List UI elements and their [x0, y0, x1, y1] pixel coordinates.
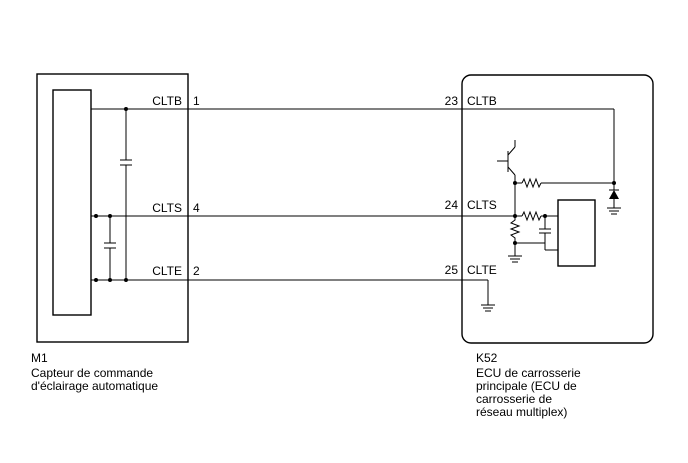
resistor-icon [521, 210, 542, 222]
m1-sensor-element [52, 89, 92, 316]
m1-signal-label: CLTE [152, 264, 182, 278]
m1-signal-label: CLTS [152, 201, 182, 215]
k52-pin-number: 24 [445, 198, 459, 212]
m1-signal-label: CLTB [152, 94, 182, 108]
k52-signal-label: CLTB [467, 94, 497, 108]
k52-signal-label: CLTE [467, 263, 497, 277]
m1-connector-outline [36, 73, 189, 343]
k52-connector-id: K52 [476, 351, 498, 365]
k52-signal-label: CLTS [467, 198, 497, 212]
k52-pin-number: 23 [445, 94, 459, 108]
transistor-icon [497, 140, 516, 176]
m1-pin-number: 1 [193, 94, 200, 108]
k52-component-name: ECU de carrosserie principale (ECU de ca… [476, 366, 581, 419]
k52-ecu-outline [461, 74, 654, 344]
m1-pin-number: 4 [193, 201, 200, 215]
ground-icon [481, 304, 495, 312]
resistor-icon [509, 216, 521, 243]
resistor-icon [521, 177, 542, 189]
m1-component-name: Capteur de commande d'éclairage automati… [31, 366, 159, 393]
ground-icon [607, 207, 621, 215]
zener-diode-icon [609, 190, 619, 199]
m1-connector-id: M1 [31, 351, 48, 365]
ground-icon [508, 255, 522, 263]
k52-processing-block [557, 199, 596, 267]
k52-pin-number: 25 [445, 263, 459, 277]
m1-pin-number: 2 [193, 264, 200, 278]
